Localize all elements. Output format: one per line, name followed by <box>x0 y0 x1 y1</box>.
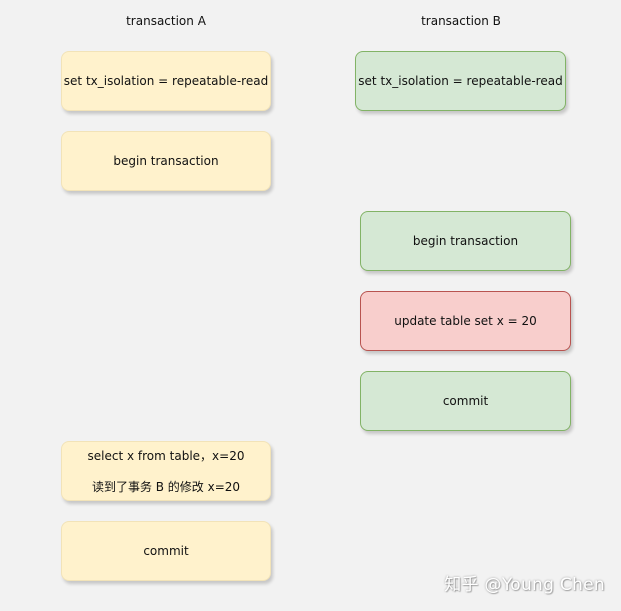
b-set-isolation-box: set tx_isolation = repeatable-read <box>355 51 566 111</box>
b-set-isolation-text: set tx_isolation = repeatable-read <box>358 74 563 88</box>
a-begin-transaction-text: begin transaction <box>113 154 219 168</box>
a-set-isolation-text: set tx_isolation = repeatable-read <box>63 74 269 88</box>
b-commit-box: commit <box>360 371 571 431</box>
a-select-text: select x from table，x=20 <box>87 449 245 463</box>
b-update-box: update table set x = 20 <box>360 291 571 351</box>
a-select-box: select x from table，x=20 读到了事务 B 的修改 x=2… <box>61 441 271 501</box>
a-select-note: 读到了事务 B 的修改 x=20 <box>91 480 241 494</box>
watermark: 知乎 @Young Chen <box>444 575 605 595</box>
a-commit-text: commit <box>143 544 189 558</box>
transaction-b-header: transaction B <box>421 14 501 28</box>
a-begin-transaction-box: begin transaction <box>61 131 271 191</box>
b-update-text: update table set x = 20 <box>394 314 537 328</box>
b-commit-text: commit <box>442 394 489 408</box>
a-set-isolation-box: set tx_isolation = repeatable-read <box>61 51 271 111</box>
a-commit-box: commit <box>61 521 271 581</box>
transaction-a-header: transaction A <box>126 14 206 28</box>
b-begin-transaction-text: begin transaction <box>412 234 519 248</box>
b-begin-transaction-box: begin transaction <box>360 211 571 271</box>
